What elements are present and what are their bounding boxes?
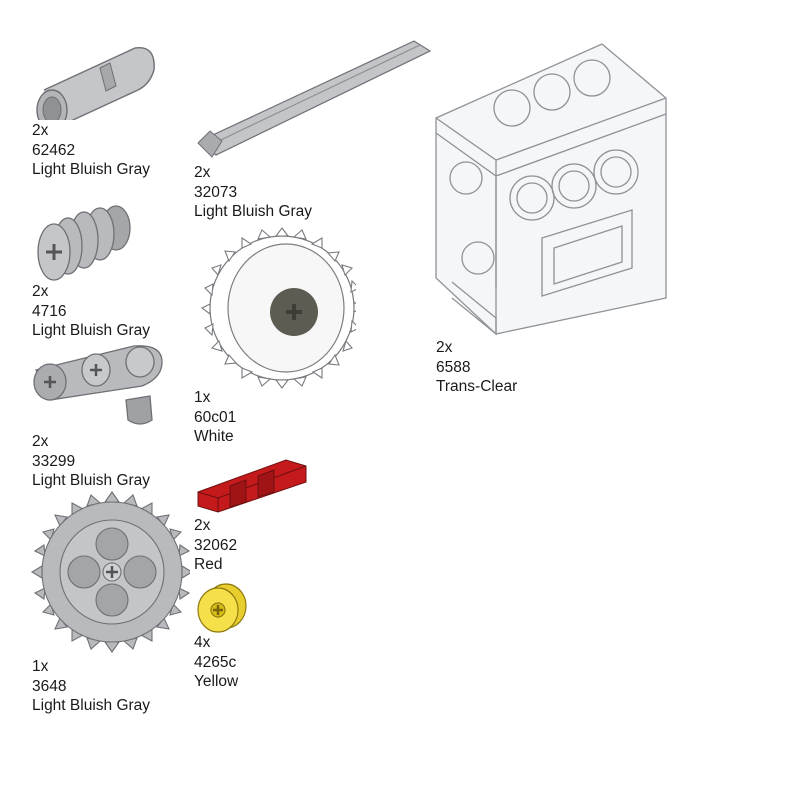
part-label-6588: 2x 6588 Trans-Clear [436, 338, 517, 397]
part-label-32073: 2x 32073 Light Bluish Gray [194, 163, 312, 222]
part-label-32062: 2x 32062 Red [194, 516, 237, 575]
part-quantity: 1x [194, 389, 211, 406]
part-quantity: 2x [194, 164, 211, 181]
part-number: 4265c [194, 653, 237, 671]
part-number: 62462 [32, 141, 76, 159]
crank-liftarm-icon [33, 345, 163, 425]
part-quantity: 1x [32, 658, 49, 675]
part-number: 4716 [32, 302, 67, 320]
part-color: Yellow [194, 673, 239, 690]
part-number: 6588 [436, 358, 471, 376]
axle-icon [197, 40, 432, 158]
part-quantity: 2x [436, 339, 453, 356]
part-quantity: 2x [194, 517, 211, 534]
pin-joiner-icon [36, 46, 155, 120]
part-label-4265c: 4x 4265c Yellow [194, 633, 238, 692]
part-number: 32062 [194, 536, 238, 554]
gearbox-brick-icon [435, 43, 667, 336]
part-color: Trans-Clear [436, 378, 518, 395]
part-color: Light Bluish Gray [194, 203, 313, 220]
bush-icon [197, 583, 247, 633]
part-quantity: 2x [32, 433, 49, 450]
turntable-gear-icon [200, 227, 356, 389]
part-color: Light Bluish Gray [32, 697, 151, 714]
part-number: 32073 [194, 183, 238, 201]
axle-connector-icon [197, 459, 307, 513]
part-label-33299: 2x 33299 Light Bluish Gray [32, 432, 150, 491]
part-label-3648: 1x 3648 Light Bluish Gray [32, 657, 150, 716]
part-color: Light Bluish Gray [32, 161, 151, 178]
part-number: 3648 [32, 677, 67, 695]
part-color: Red [194, 556, 223, 573]
part-number: 33299 [32, 452, 76, 470]
part-label-4716: 2x 4716 Light Bluish Gray [32, 282, 150, 341]
part-label-60c01: 1x 60c01 White [194, 388, 236, 447]
part-color: Light Bluish Gray [32, 322, 151, 339]
part-number: 60c01 [194, 408, 237, 426]
part-label-62462: 2x 62462 Light Bluish Gray [32, 121, 150, 180]
gear-24-tooth-icon [30, 491, 190, 653]
part-quantity: 4x [194, 634, 211, 651]
part-color: White [194, 428, 234, 445]
part-quantity: 2x [32, 122, 49, 139]
worm-gear-icon [37, 205, 131, 281]
part-color: Light Bluish Gray [32, 472, 151, 489]
part-quantity: 2x [32, 283, 49, 300]
